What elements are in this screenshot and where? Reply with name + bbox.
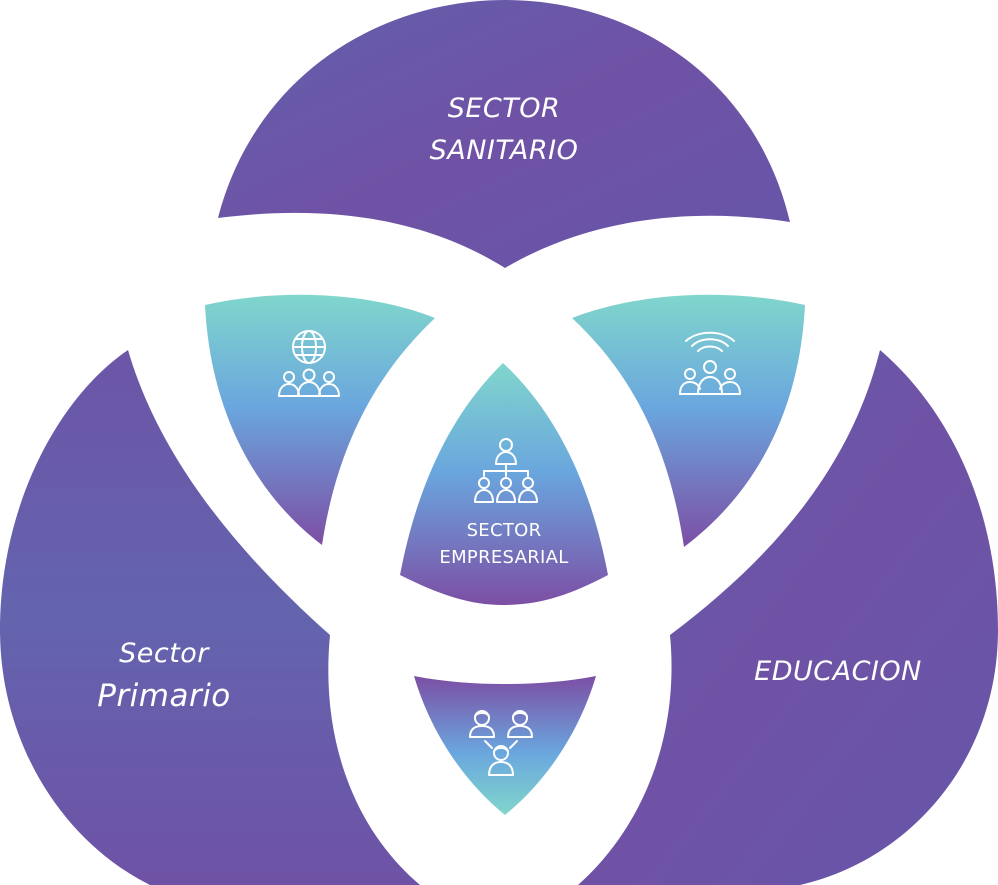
label-sector-empresarial-line1: SECTOR [466, 520, 542, 541]
org-chart-icon [474, 436, 538, 504]
label-sector-empresarial-line2: EMPRESARIAL [439, 547, 569, 568]
segment-sector-primario [0, 350, 420, 885]
label-sector-primario-line2: Primario [97, 678, 231, 714]
label-sector-primario: Sector Primario [64, 633, 264, 717]
label-sector-sanitario: SECTOR SANITARIO [414, 88, 594, 172]
label-sector-sanitario-line2: SANITARIO [429, 135, 579, 166]
label-educacion-text: EDUCACION [754, 656, 922, 687]
label-sector-primario-line1: Sector [119, 638, 209, 669]
broadcast-group-icon [678, 331, 742, 396]
segment-educacion [578, 350, 998, 885]
segment-sector-empresarial [400, 363, 608, 605]
network-people-icon [466, 709, 536, 777]
label-sector-empresarial: SECTOR EMPRESARIAL [414, 517, 594, 571]
globe-people-icon [276, 330, 342, 398]
segment-sector-sanitario [218, 0, 790, 268]
label-sector-sanitario-line1: SECTOR [447, 93, 561, 124]
segment-inner-top-left [205, 294, 435, 545]
segment-inner-top-right [572, 294, 805, 547]
segment-inner-bottom [414, 676, 596, 815]
label-educacion: EDUCACION [728, 652, 948, 692]
